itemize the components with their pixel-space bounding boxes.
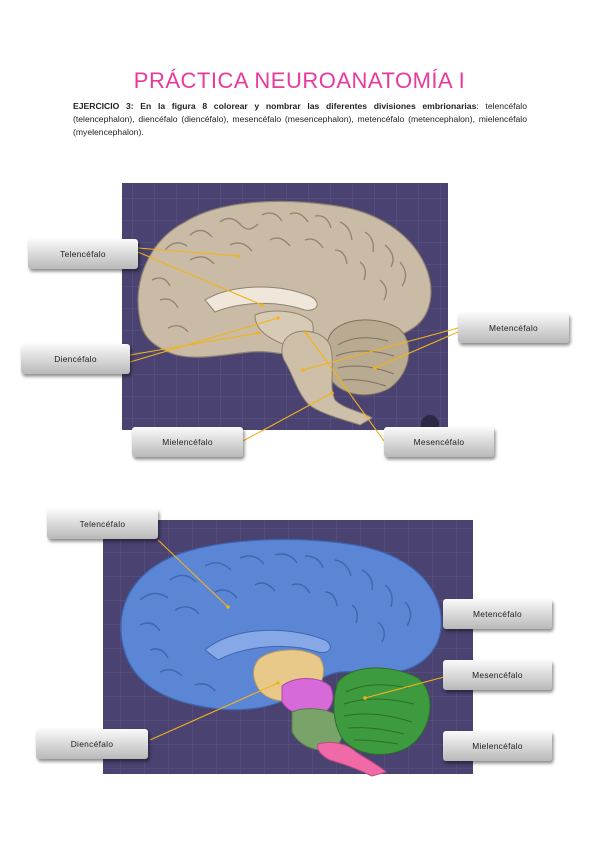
figure-1-label-diencefalo: Diencéfalo xyxy=(21,344,130,374)
exercise-bold-text: : En la figura 8 colorear y nombrar las … xyxy=(130,101,477,111)
exercise-instructions: EJERCICIO 3: En la figura 8 colorear y n… xyxy=(73,100,527,139)
figure-2-label-metencefalo: Metencéfalo xyxy=(443,599,552,629)
figure-2-label-telencefalo: Telencéfalo xyxy=(47,509,158,539)
exercise-text: : telencéfalo (telencephalon), diencéfal… xyxy=(73,101,527,137)
figure-2-label-mielencefalo: Mielencéfalo xyxy=(443,731,552,761)
figure-1-pointers xyxy=(129,247,459,442)
exercise-label: EJERCICIO 3 xyxy=(73,101,131,111)
figure-1-label-mesencefalo: Mesencéfalo xyxy=(384,427,494,457)
figure-1-label-metencefalo: Metencéfalo xyxy=(458,313,569,343)
figure-2-label-mesencefalo: Mesencéfalo xyxy=(443,660,552,690)
page-title: PRÁCTICA NEUROANATOMÍA I xyxy=(133,68,466,93)
figure-2-label-diencefalo: Diencéfalo xyxy=(36,729,148,759)
figure-1-label-mielencefalo: Mielencéfalo xyxy=(132,427,243,457)
figure-1-label-telencefalo: Telencéfalo xyxy=(28,239,138,269)
figure-1-brain xyxy=(137,200,432,426)
figure-1-pointer-tips xyxy=(236,254,377,395)
